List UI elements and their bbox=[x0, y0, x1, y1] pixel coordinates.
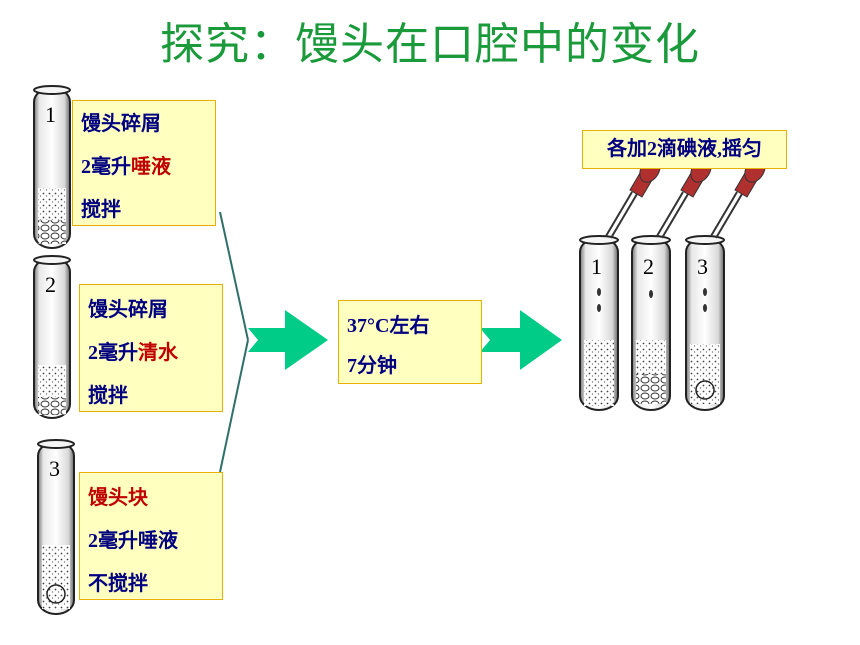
tube-2-line-1: 馒头碎屑 bbox=[88, 299, 168, 321]
incubation-box: 37°C左右 7分钟 bbox=[338, 300, 482, 384]
tube-2-label-box: 馒头碎屑 2毫升清水 搅拌 bbox=[79, 284, 223, 412]
right-tube-1-number: 1 bbox=[591, 254, 602, 279]
tube-2-line-2: 2毫升清水 bbox=[88, 342, 178, 364]
incubation-temperature: 37°C左右 bbox=[347, 315, 430, 337]
page-title: 探究：馒头在口腔中的变化 bbox=[160, 19, 700, 70]
connector-line-bottom bbox=[219, 339, 249, 473]
right-tube-3: 3 bbox=[685, 235, 725, 411]
iodine-instruction-box: 各加2滴碘液,摇匀 bbox=[582, 130, 787, 169]
right-tube-2: 2 bbox=[631, 235, 671, 411]
right-tube-3-number: 3 bbox=[697, 254, 708, 279]
left-tube-2: 2 bbox=[33, 255, 71, 419]
tube-3-label-box: 馒头块 2毫升唾液 不搅拌 bbox=[79, 472, 223, 600]
tube-1-line-2: 2毫升唾液 bbox=[81, 156, 171, 178]
left-tube-2-number: 2 bbox=[45, 272, 56, 297]
tube-3-line-1: 馒头块 bbox=[88, 487, 148, 509]
left-tube-3-number: 3 bbox=[49, 456, 60, 481]
left-tube-1-number: 1 bbox=[45, 102, 56, 127]
tube-1-label-box: 馒头碎屑 2毫升唾液 搅拌 bbox=[72, 100, 216, 226]
left-tube-3: 3 bbox=[37, 439, 75, 615]
tube-1-line-1: 馒头碎屑 bbox=[81, 113, 161, 135]
arrow-to-iodine-test bbox=[480, 310, 562, 370]
tube-1-line-3: 搅拌 bbox=[81, 199, 121, 221]
right-tube-2-number: 2 bbox=[643, 254, 654, 279]
right-tube-1: 1 bbox=[579, 235, 619, 411]
tube-3-line-3: 不搅拌 bbox=[88, 573, 148, 595]
tube-3-line-2: 2毫升唾液 bbox=[88, 530, 178, 552]
left-tube-1: 1 bbox=[33, 85, 71, 249]
connector-line-top bbox=[219, 211, 249, 341]
incubation-duration: 7分钟 bbox=[347, 355, 397, 377]
tube-2-line-3: 搅拌 bbox=[88, 385, 128, 407]
arrow-to-incubation bbox=[248, 310, 328, 370]
